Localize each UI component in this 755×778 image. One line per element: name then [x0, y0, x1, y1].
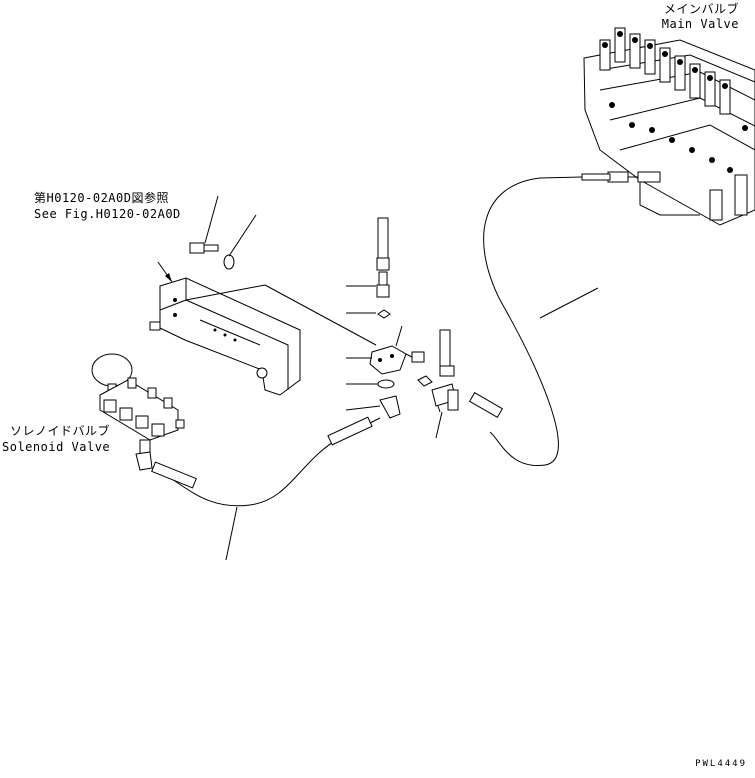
main-valve-spools — [599, 27, 748, 173]
main-valve-label-jp: メインバルブ — [663, 2, 739, 16]
hose-main-valve — [483, 176, 583, 466]
central-fittings — [345, 217, 459, 439]
solenoid-label-en: Solenoid Valve — [2, 440, 111, 454]
main-valve-label-en: Main Valve — [661, 17, 739, 31]
hose-end-center — [327, 416, 373, 446]
drawing-code: PWL4449 — [695, 759, 747, 769]
hose-end-solenoid — [151, 461, 197, 489]
solenoid-valve — [91, 353, 185, 471]
reference-label-en: See Fig.H0120-02A0D — [34, 207, 181, 221]
hose-solenoid — [169, 417, 381, 507]
reference-label-jp: 第H0120-02A0D図参照 — [34, 191, 169, 205]
hose-end-right — [468, 391, 504, 419]
bracket — [149, 277, 377, 396]
main-valve — [581, 27, 755, 226]
solenoid-label-jp: ソレノイドバルブ — [10, 424, 111, 438]
bolt-and-washer — [189, 195, 257, 270]
